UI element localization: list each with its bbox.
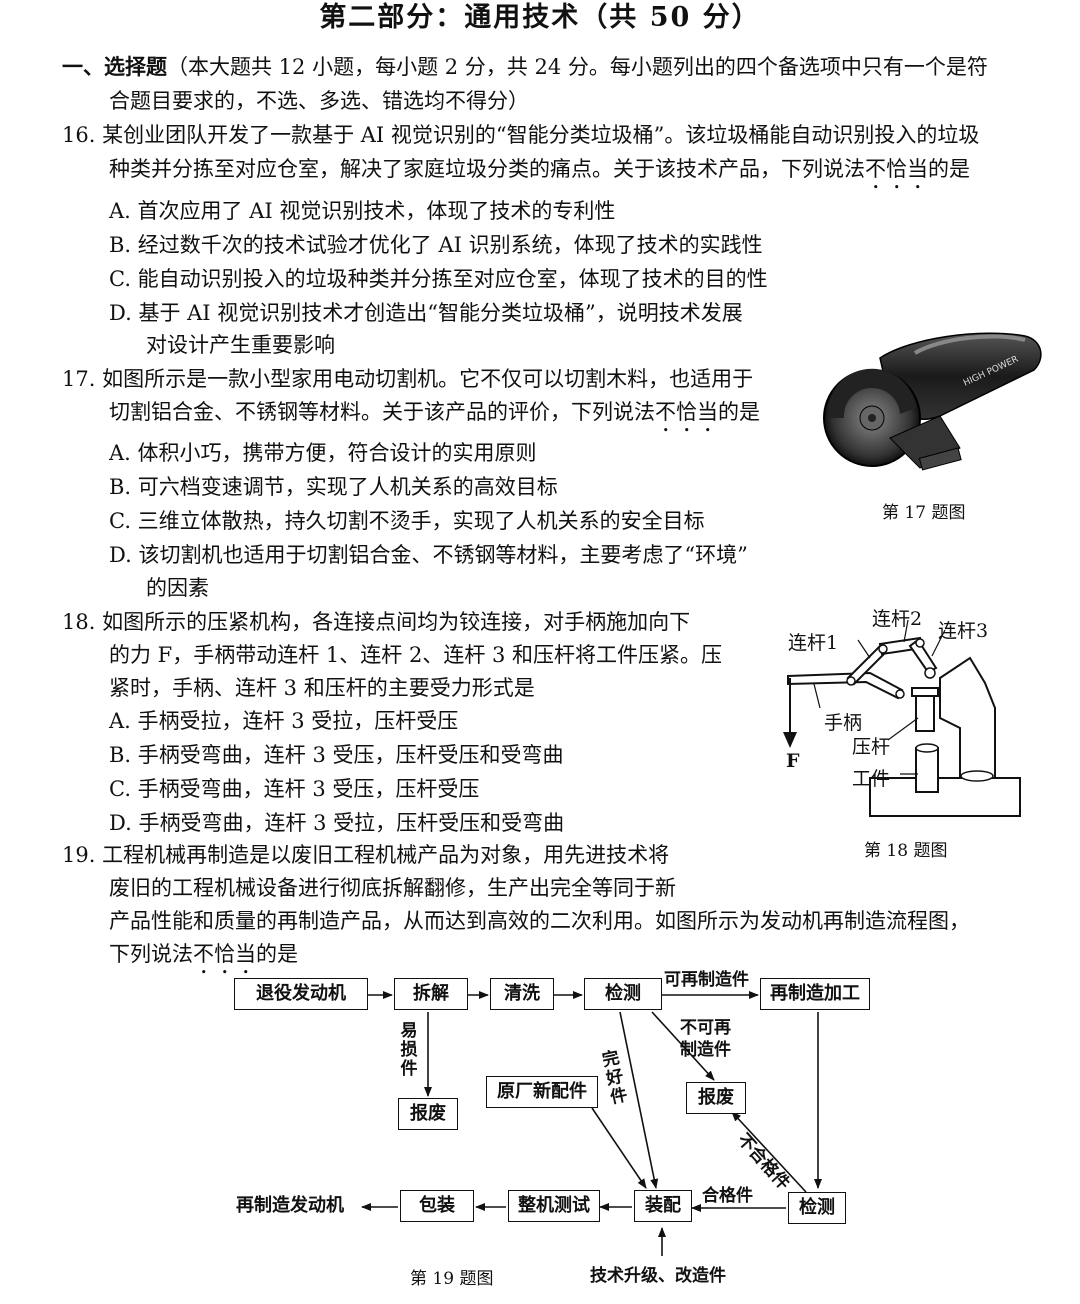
q19-figure-caption: 第 19 题图 [410,1269,494,1289]
box-inspect-2: 检测 [788,1192,846,1224]
label-workpiece: 工件 [852,768,891,790]
q18-option-a: A. 手柄受拉，连杆 3 受拉，压杆受压 [109,709,459,733]
remanufacturing-flowchart: 退役发动机 拆解 清洗 检测 再制造加工 报废 原厂新配件 报废 包装 整机测试… [0,960,1080,1304]
label-non-remanufacturable-1: 不可再 [680,1018,731,1038]
q18-option-c: C. 手柄受弯曲，连杆 3 受压，压杆受压 [109,777,480,801]
cutting-machine-illustration: HIGH POWER [823,332,1042,471]
label-upgraded-parts: 技术升级、改造件 [590,1266,726,1286]
q18-option-d: D. 手柄受弯曲，连杆 3 受拉，压杆受压和受弯曲 [109,811,565,835]
label-qualified-parts: 合格件 [702,1186,753,1206]
q16-stem-2c: 的是 [928,157,970,181]
section-text-2: 合题目要求的，不选、多选、错选均不得分） [109,89,529,113]
label-force: F [786,750,800,772]
q16-emphasis: 不恰当 [865,157,928,181]
q17-stem-1: 17. 如图所示是一款小型家用电动切割机。它不仅可以切割木料，也适用于 [62,367,754,391]
section-text-1: （本大题共 12 小题，每小题 2 分，共 24 分。每小题列出的四个备选项中只… [167,55,988,79]
box-packaging: 包装 [400,1190,474,1222]
output-remanufactured-engine: 再制造发动机 [236,1195,344,1216]
q17-option-d-2: 的因素 [146,576,209,600]
q19-stem-1: 19. 工程机械再制造是以废旧工程机械产品为对象，用先进技术将 [62,843,670,867]
q18-figure-caption: 第 18 题图 [864,841,948,861]
q19-emphasis: 不恰当 [193,942,256,966]
box-scrap-1: 报废 [398,1098,458,1130]
q16-option-d-1: D. 基于 AI 视觉识别技术才创造出“智能分类垃圾桶”，说明技术发展 [109,301,743,325]
cutting-machine-figure: HIGH POWER [820,318,1050,488]
box-disassemble: 拆解 [394,978,468,1010]
page-title: 第二部分：通用技术（共 50 分） [319,2,761,33]
box-inspect-1: 检测 [584,978,662,1010]
clamping-mechanism-figure: 连杆1 连杆2 连杆3 手柄 压杆 工件 F [770,598,1040,838]
box-retired-engine: 退役发动机 [234,978,368,1010]
q18-option-b: B. 手柄受弯曲，连杆 3 受压，压杆受压和受弯曲 [109,743,564,767]
q16-stem-2: 种类并分拣至对应仓室，解决了家庭垃圾分类的痛点。关于该技术产品，下列说法不恰当的… [109,154,970,194]
q17-figure-caption: 第 17 题图 [882,503,966,523]
q17-option-b: B. 可六档变速调节，实现了人机关系的高效目标 [109,475,558,499]
q17-option-d-1: D. 该切割机也适用于切割铝合金、不锈钢等材料，主要考虑了“环境” [109,543,748,567]
label-link-2: 连杆2 [872,608,923,630]
label-link-3: 连杆3 [938,620,989,642]
q16-option-b: B. 经过数千次的技术试验才优化了 AI 识别系统，体现了技术的实践性 [109,233,763,257]
q16-stem-2a: 种类并分拣至对应仓室，解决了家庭垃圾分类的痛点。关于该技术产品，下列说法 [109,157,865,181]
box-scrap-2: 报废 [686,1082,746,1114]
q16-option-c: C. 能自动识别投入的垃圾种类并分拣至对应仓室，体现了技术的目的性 [109,267,768,291]
box-oem-new-parts: 原厂新配件 [486,1076,598,1108]
q17-option-a: A. 体积小巧，携带方便，符合设计的实用原则 [109,441,537,465]
q17-option-c: C. 三维立体散热，持久切割不烫手，实现了人机关系的安全目标 [109,509,705,533]
label-wearing-parts: 易损件 [400,1021,418,1079]
q19-stem-3: 产品性能和质量的再制造产品，从而达到高效的二次利用。如图所示为发动机再制造流程图… [109,909,970,933]
box-whole-machine-test: 整机测试 [508,1190,600,1222]
q17-stem-2c: 的是 [718,400,760,424]
q17-emphasis: 不恰当 [655,400,718,424]
q17-stem-2: 切割铝合金、不锈钢等材料。关于该产品的评价，下列说法不恰当的是 [109,397,760,437]
section-heading: 一、选择题 [62,54,167,79]
clamping-mechanism-drawing [783,619,1021,817]
q16-option-a: A. 首次应用了 AI 视觉识别技术，体现了技术的专利性 [109,199,616,223]
box-remanufacture-process: 再制造加工 [760,978,870,1010]
label-link-1: 连杆1 [788,632,839,654]
box-assembly: 装配 [634,1190,692,1222]
q17-stem-2a: 切割铝合金、不锈钢等材料。关于该产品的评价，下列说法 [109,400,655,424]
q16-option-d-2: 对设计产生重要影响 [146,333,335,357]
q19-stem-2: 废旧的工程机械设备进行彻底拆解翻修，生产出完全等同于新 [109,876,676,900]
label-remanufacturable-parts: 可再制造件 [664,970,749,990]
q18-stem-1: 18. 如图所示的压紧机构，各连接点间均为铰连接，对手柄施加向下 [62,610,691,634]
label-non-remanufacturable-2: 制造件 [680,1040,731,1060]
q19-stem-4: 下列说法不恰当的是 [109,939,298,979]
q19-stem-4c: 的是 [256,942,298,966]
q19-stem-4a: 下列说法 [109,942,193,966]
flowchart-connectors [361,991,822,1256]
box-clean: 清洗 [490,978,554,1010]
q18-stem-3: 紧时，手柄、连杆 3 和压杆的主要受力形式是 [109,676,535,700]
q16-stem-1: 16. 某创业团队开发了一款基于 AI 视觉识别的“智能分类垃圾桶”。该垃圾桶能… [62,123,980,147]
q18-stem-2: 的力 F，手柄带动连杆 1、连杆 2、连杆 3 和压杆将工件压紧。压 [109,643,723,667]
label-handle: 手柄 [824,712,863,734]
section-instructions: 一、选择题（本大题共 12 小题，每小题 2 分，共 24 分。每小题列出的四个… [62,52,988,82]
label-press-rod: 压杆 [852,736,891,758]
